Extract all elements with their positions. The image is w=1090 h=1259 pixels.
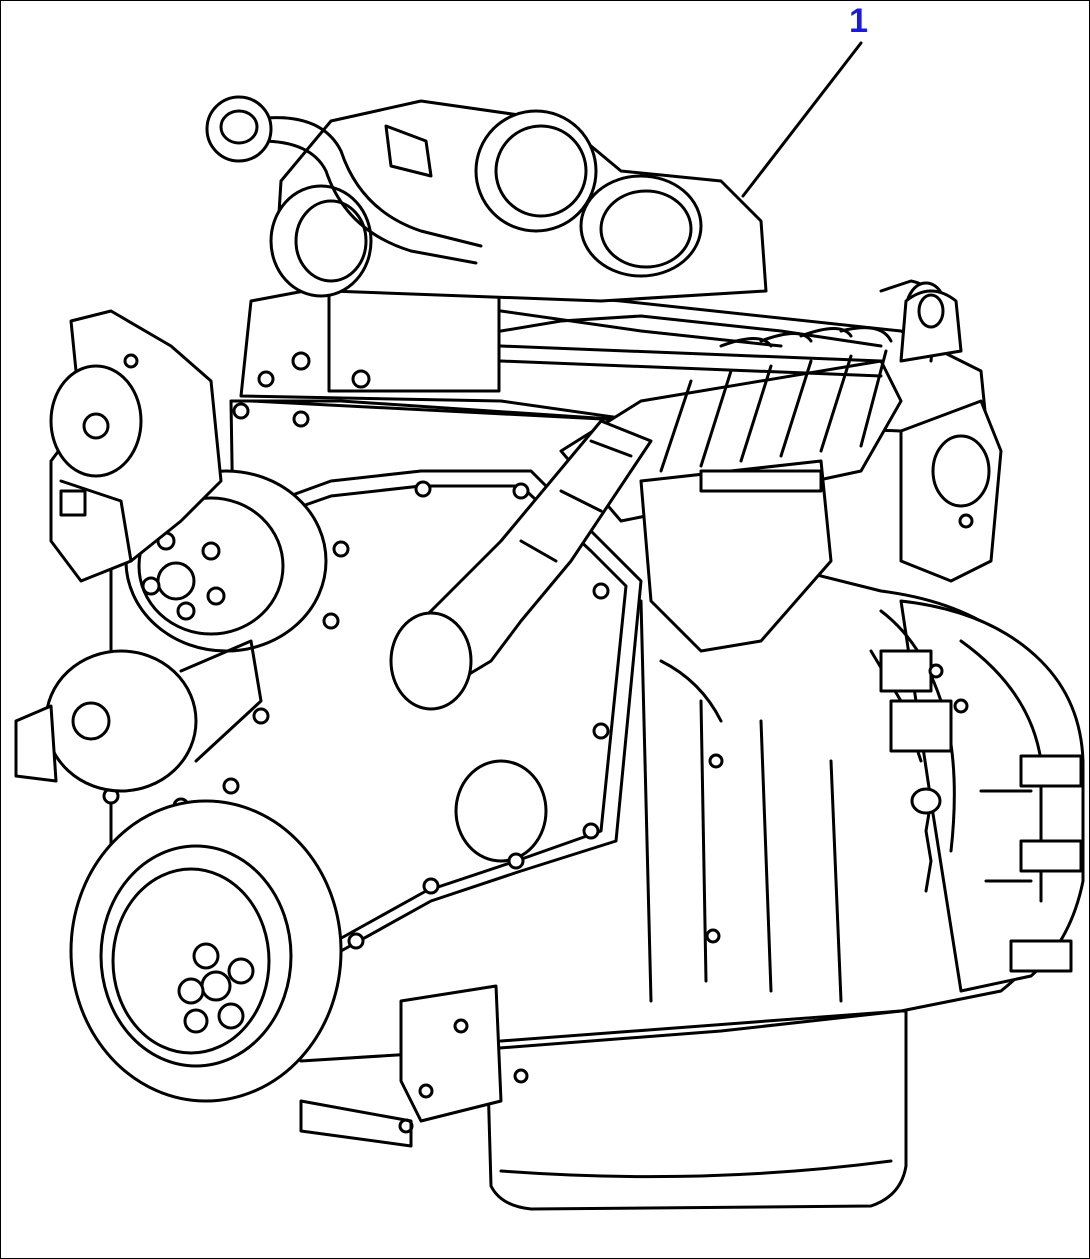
fan-hub-bracket [49,309,223,583]
oil-fill-tube [205,95,483,265]
flywheel-housing [899,599,1085,993]
intake-elbow [389,419,653,711]
fuel-filter [899,399,1003,583]
turbocharger [269,99,768,303]
lift-bracket [899,289,963,363]
crankshaft-pulley [69,799,343,1103]
fuel-injection-pump [499,279,948,653]
oil-pan [484,1009,908,1211]
mount-bracket [299,984,503,1148]
callout-number-1: 1 [849,2,868,40]
callout-leader-line [741,41,863,198]
sensor-harness [869,609,969,893]
alternator [14,639,263,793]
